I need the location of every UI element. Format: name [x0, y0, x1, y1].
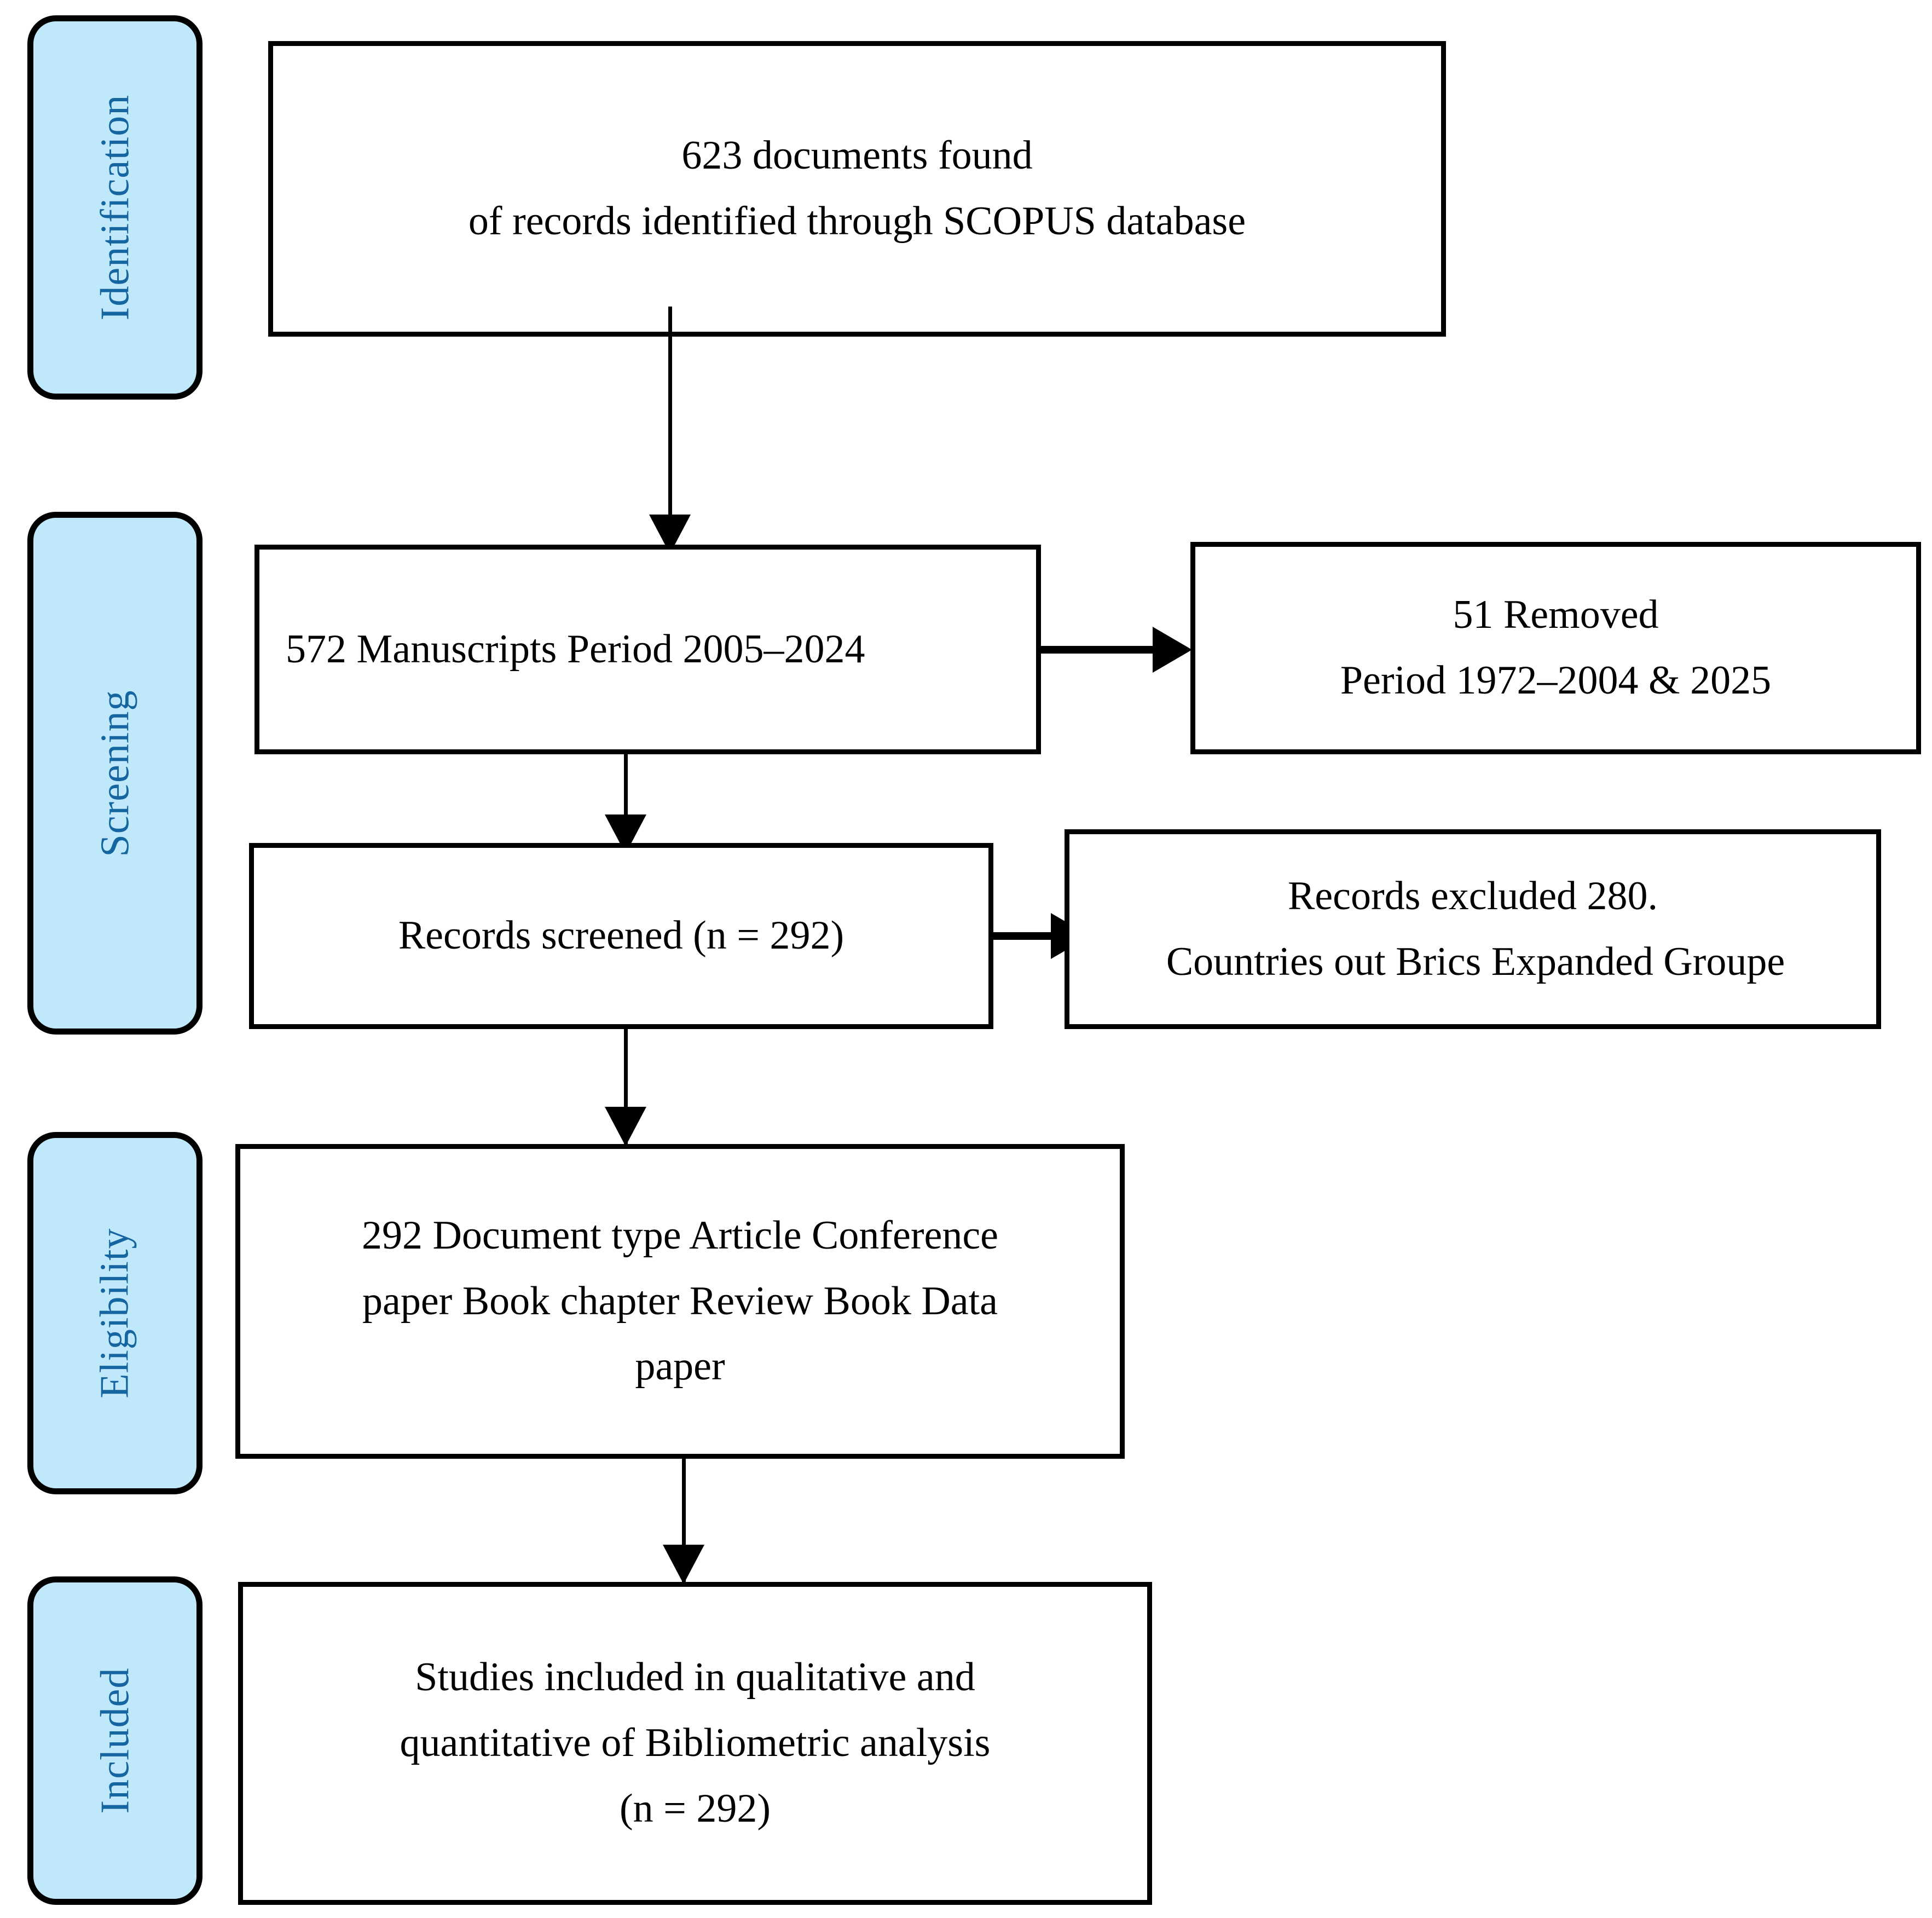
records-excluded-line-1: Records excluded 280.	[1287, 873, 1658, 918]
document-types-line-2: paper Book chapter Review Book Data	[362, 1278, 998, 1324]
stage-included: Included	[27, 1576, 203, 1905]
connector-screened-to-document-types	[624, 1029, 628, 1155]
studies-included-line-1: Studies included in qualitative and	[415, 1655, 975, 1700]
box-studies-included: Studies included in qualitative and quan…	[238, 1582, 1152, 1905]
stage-eligibility-label: Eligibility	[92, 1228, 137, 1399]
stage-screening-label: Screening	[92, 690, 137, 857]
box-records-excluded: Records excluded 280. Countries out Bric…	[1065, 829, 1881, 1029]
identification-line-2: of records identified through SCOPUS dat…	[468, 199, 1246, 244]
stage-screening: Screening	[27, 512, 203, 1035]
studies-included-line-2: quantitative of Bibliometric analysis	[400, 1720, 991, 1766]
connector-document-types-to-included	[682, 1459, 686, 1596]
arrowhead-document-types-to-included	[663, 1545, 704, 1584]
stage-identification-label: Identification	[92, 94, 137, 321]
records-excluded-line-2: Countries out Brics Expanded Groupe	[1166, 939, 1785, 984]
studies-included-line-3: (n = 292)	[619, 1786, 771, 1831]
box-document-types: 292 Document type Article Conference pap…	[235, 1144, 1125, 1459]
connector-manuscripts-to-removed	[1041, 646, 1157, 654]
removed-line-1: 51 Removed	[1453, 592, 1659, 638]
box-removed: 51 Removed Period 1972–2004 & 2025	[1190, 542, 1921, 754]
connector-manuscripts-to-screened	[624, 754, 628, 858]
manuscripts-line-1: 572 Manuscripts Period 2005–2024	[286, 626, 865, 672]
arrowhead-manuscripts-to-removed	[1153, 627, 1192, 673]
records-screened-line-1: Records screened (n = 292)	[398, 913, 844, 958]
connector-screened-to-excluded	[993, 932, 1055, 940]
stage-identification: Identification	[27, 15, 203, 400]
arrowhead-screened-to-document-types	[605, 1107, 646, 1146]
document-types-line-3: paper	[635, 1344, 725, 1389]
document-types-line-1: 292 Document type Article Conference	[361, 1212, 999, 1258]
identification-line-1: 623 documents found	[681, 133, 1033, 178]
box-records-screened: Records screened (n = 292)	[249, 843, 993, 1029]
stage-eligibility: Eligibility	[27, 1132, 203, 1494]
connector-identification-to-manuscripts	[668, 307, 672, 547]
box-manuscripts-period: 572 Manuscripts Period 2005–2024	[254, 545, 1041, 754]
removed-line-2: Period 1972–2004 & 2025	[1340, 658, 1772, 703]
stage-included-label: Included	[92, 1667, 137, 1814]
box-identification: 623 documents found of records identifie…	[268, 41, 1446, 337]
